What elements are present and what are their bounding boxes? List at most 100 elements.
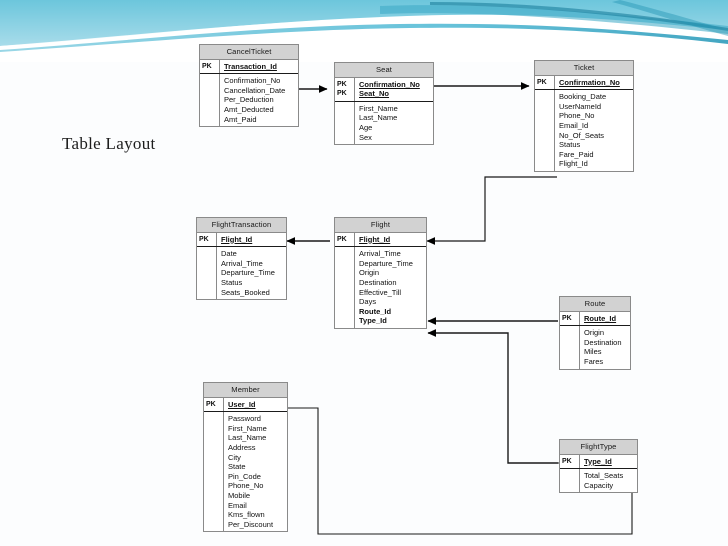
key-column-empty [200,74,220,127]
key-column: PK [200,59,220,74]
field-booking-date: Booking_Date [559,92,607,102]
field-column: Date Arrival_Time Departure_Time Status … [217,247,286,299]
table-title: Member [204,383,287,398]
table-title: Flight [335,218,426,233]
attribute-section: Total_Seats Capacity [560,469,637,493]
table-title: Route [560,297,630,312]
field-address: Address [228,442,256,452]
field-flight-id: Flight_Id [359,234,391,244]
key-column-empty [535,90,555,171]
attribute-section: Confirmation_No Cancellation_Date Per_De… [200,74,298,127]
pk-field-column: Transaction_Id [220,60,298,74]
key-column-empty [560,326,580,369]
primary-key-section: PK Transaction_Id [200,59,298,75]
table-title: FlightType [560,440,637,455]
table-seat[interactable]: Seat PK PK Confirmation_No Seat_No First… [334,62,434,146]
field-pin-code: Pin_Code [228,471,261,481]
pk-field-column: Confirmation_No [555,76,633,90]
field-total-seats: Total_Seats [584,471,624,481]
key-column-empty [335,247,355,328]
table-flighttransaction[interactable]: FlightTransaction PK Flight_Id Date Arri… [196,217,287,301]
key-column: PK PK [335,77,355,101]
field-seats-booked: Seats_Booked [221,287,270,297]
pk-label: PK [206,400,216,408]
attribute-section: Arrival_Time Departure_Time Origin Desti… [335,247,426,328]
primary-key-section: PK Flight_Id [335,232,426,248]
pk-field-column: Confirmation_No Seat_No [355,78,433,101]
key-column: PK [560,311,580,326]
pk-label: PK [199,235,209,243]
key-column: PK [335,232,355,247]
primary-key-section: PK Flight_Id [197,232,286,248]
field-flight-id: Flight_Id [559,159,588,169]
pk-field-column: Flight_Id [355,233,426,247]
field-age: Age [359,122,373,132]
field-flight-id: Flight_Id [221,234,253,244]
pk-field-column: Flight_Id [217,233,286,247]
field-sex: Sex [359,132,372,142]
pk-field-column: Route_Id [580,312,630,326]
primary-key-section: PK User_Id [204,397,287,413]
field-column: Total_Seats Capacity [580,469,637,492]
table-flight[interactable]: Flight PK Flight_Id Arrival_Time Departu… [334,217,427,329]
field-arrival-time: Arrival_Time [359,249,401,259]
table-flighttype[interactable]: FlightType PK Type_Id Total_Seats Capaci… [559,439,638,494]
attribute-section: Date Arrival_Time Departure_Time Status … [197,247,286,300]
field-column: Arrival_Time Departure_Time Origin Desti… [355,247,426,328]
field-mobile: Mobile [228,490,251,500]
field-last-name: Last_Name [359,113,398,123]
field-origin: Origin [359,268,380,278]
page-title: Table Layout [62,134,156,153]
field-state: State [228,462,246,472]
table-ticket[interactable]: Ticket PK Confirmation_No Booking_Date U… [534,60,634,172]
field-column: Booking_Date UserNameId Phone_No Email_I… [555,90,633,171]
table-title: Ticket [535,61,633,76]
pk-label: PK [202,62,212,70]
field-user-id: User_Id [228,399,256,409]
field-departure-time: Departure_Time [221,268,275,278]
pk-label: PK [537,78,547,86]
field-first-name: First_Name [228,423,267,433]
field-column: Confirmation_No Cancellation_Date Per_De… [220,74,298,126]
primary-key-section: PK Type_Id [560,454,637,470]
field-confirmation-no: Confirmation_No [224,76,281,86]
key-column: PK [535,75,555,90]
field-miles: Miles [584,347,602,357]
field-route-id: Route_Id [359,306,392,316]
field-fares: Fares [584,356,604,366]
table-route[interactable]: Route PK Route_Id Origin Destination Mil… [559,296,631,370]
field-seat-no: Seat_No [359,89,390,99]
field-username-id: UserNameId [559,101,602,111]
attribute-section: Booking_Date UserNameId Phone_No Email_I… [535,90,633,171]
table-title: Seat [335,63,433,78]
field-arrival-time: Arrival_Time [221,258,263,268]
field-password: Password [228,414,261,424]
pk-label: PK [337,235,347,243]
attribute-section: Origin Destination Miles Fares [560,326,630,369]
key-column-empty [335,101,355,145]
field-confirmation-no: Confirmation_No [559,77,620,87]
field-capacity: Capacity [584,480,614,490]
field-departure-time: Departure_Time [359,258,413,268]
field-per-deduction: Per_Deduction [224,95,274,105]
field-effective-till: Effective_Till [359,287,402,297]
field-per-discount: Per_Discount [228,519,274,529]
pk-label: PK [337,80,347,88]
field-type-id: Type_Id [359,316,387,326]
field-type-id: Type_Id [584,456,612,466]
pk-label: PK [562,457,572,465]
primary-key-section: PK Route_Id [560,311,630,327]
field-origin: Origin [584,328,605,338]
field-kms-flown: Kms_flown [228,510,265,520]
table-cancelticket[interactable]: CancelTicket PK Transaction_Id Confirmat… [199,44,299,128]
field-phone-no: Phone_No [228,481,264,491]
field-column: First_Name Last_Name Age Sex [355,102,433,144]
table-member[interactable]: Member PK User_Id Password First_Name La… [203,382,288,533]
field-last-name: Last_Name [228,433,267,443]
pk-field-column: User_Id [224,398,287,412]
field-column: Origin Destination Miles Fares [580,326,630,368]
table-title: CancelTicket [200,45,298,60]
